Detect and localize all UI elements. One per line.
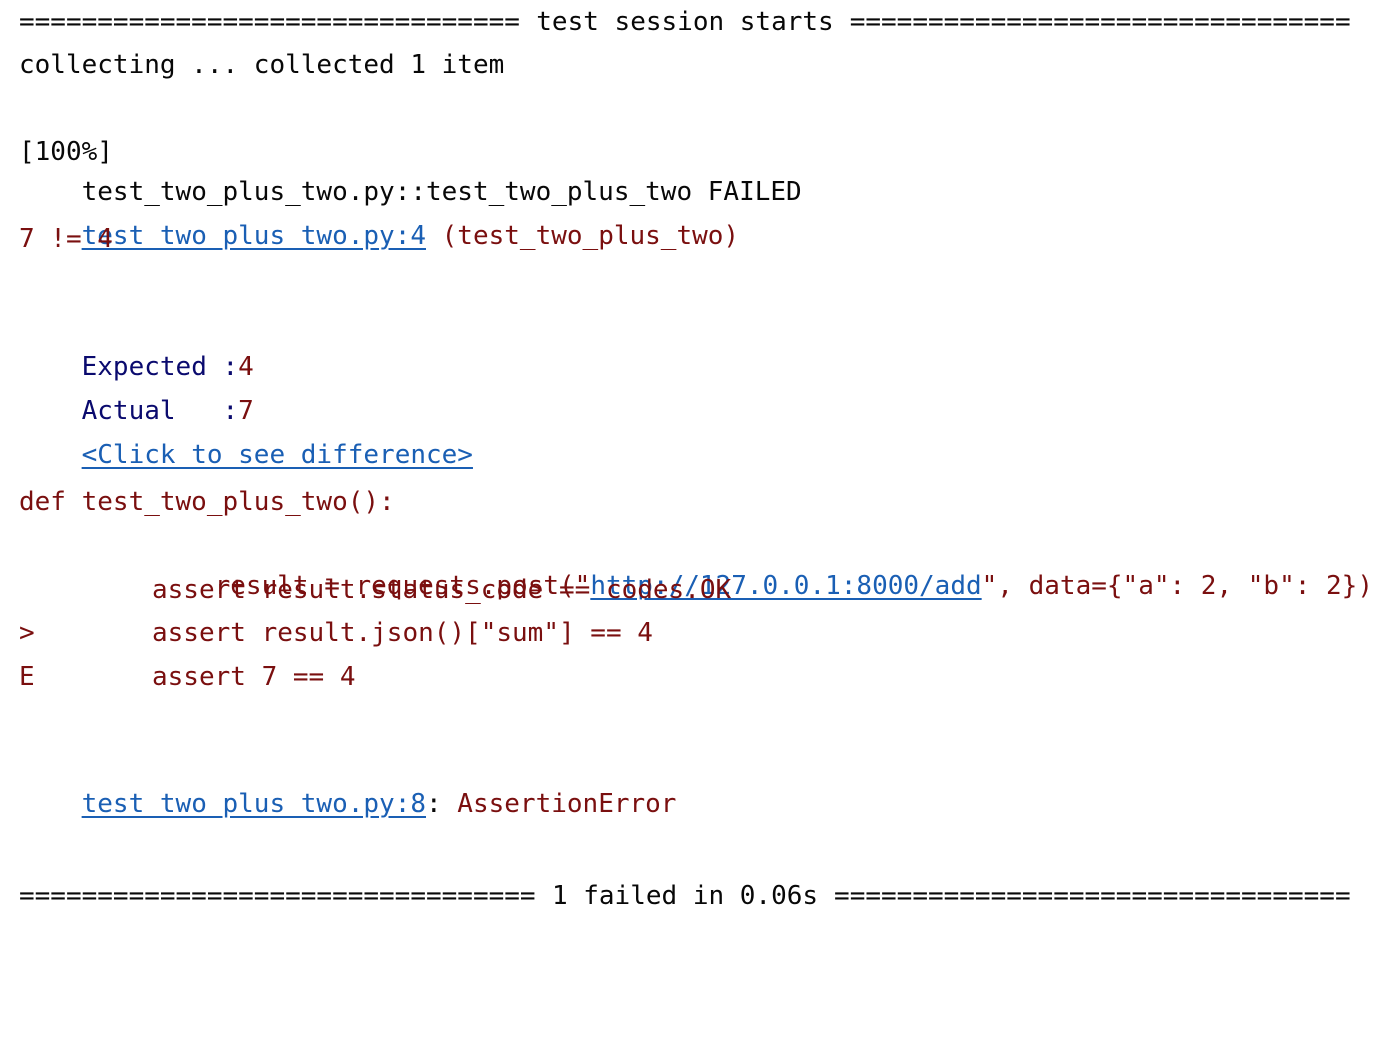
expected-value: 4 [238,352,254,382]
test-result-line: test_two_plus_two.py::test_two_plus_two … [19,132,1329,207]
failure-location-line: test_two_plus_two.py:4 (test_two_plus_tw… [19,176,739,251]
actual-value: 7 [238,396,254,426]
header-rule-right: ========================================… [849,7,1351,37]
footer-rule-right: ========================================… [834,881,1351,911]
code-request-suffix: ", data={"a": 2, "b": 2}) [981,571,1373,601]
header-rule-left: ========================================… [19,7,520,37]
source-link-line-4[interactable]: test_two_plus_two.py:4 [81,221,426,251]
code-line-request: result = requests.post("http://127.0.0.1… [19,526,1373,601]
expected-label: Expected : [81,352,239,382]
code-request-prefix: result = requests.post(" [214,571,591,601]
assertion-error-line: test_two_plus_two.py:8: AssertionError [19,744,677,819]
failing-line-marker: > [19,618,35,648]
code-line-status-assert: assert result.status_code == codes.OK [152,575,732,605]
footer-rule-left: ========================================… [19,881,536,911]
status-badge: FAILED [707,177,802,207]
collecting-line: collecting ... collected 1 item [19,50,505,80]
mismatch-line: 7 != 4 [19,224,113,254]
session-header-title: test session starts [536,7,834,37]
see-difference-link[interactable]: <Click to see difference> [81,440,473,470]
diff-link-line: <Click to see difference> [19,395,473,470]
actual-label: Actual : [81,396,239,426]
assertion-error-message: AssertionError [441,789,677,819]
test-id: test_two_plus_two.py::test_two_plus_two [81,177,693,207]
code-def-line: def test_two_plus_two(): [19,487,395,517]
summary-footer-rule: ========================================… [19,876,1351,916]
session-header-rule: ========================================… [19,2,1351,42]
error-separator: : [426,789,442,819]
progress-percent: [100%] [19,137,113,167]
test-console-output: ========================================… [19,0,1394,1050]
expected-line: Expected :4 [19,307,254,382]
request-url-link[interactable]: http://127.0.0.1:8000/add [590,571,982,601]
test-function-name: (test_two_plus_two) [441,221,740,251]
code-line-error: assert 7 == 4 [152,662,356,692]
actual-line: Actual :7 [19,351,254,426]
error-line-marker: E [19,662,35,692]
code-line-sum-assert: assert result.json()["sum"] == 4 [152,618,653,648]
session-summary: 1 failed in 0.06s [551,881,819,911]
source-link-line-8[interactable]: test_two_plus_two.py:8 [81,789,426,819]
